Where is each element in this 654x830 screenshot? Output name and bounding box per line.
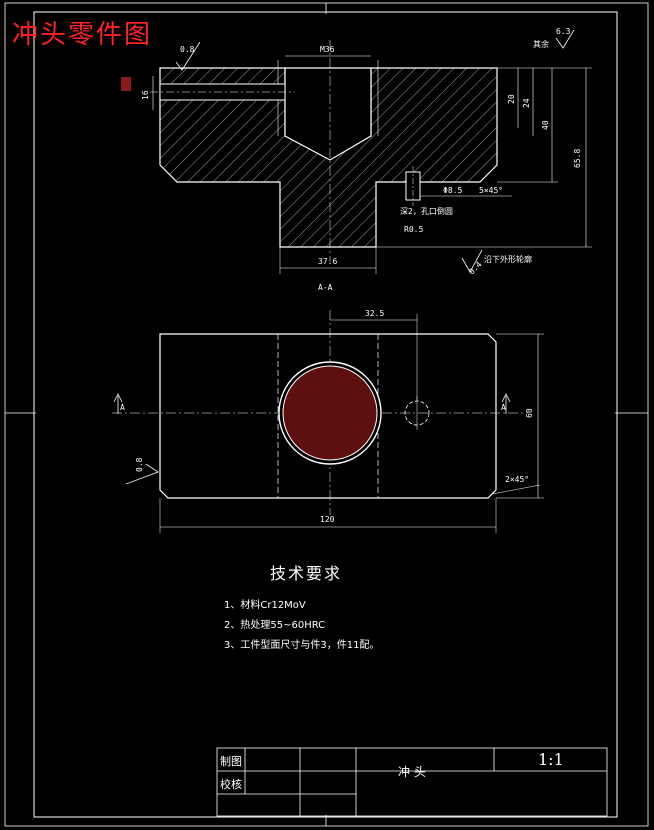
tech-item-3: 3、工件型面尺寸与件3，件11配。 bbox=[224, 640, 380, 651]
roughness-rest-symbol bbox=[555, 29, 575, 49]
dim-dia: Φ8.5 bbox=[443, 186, 462, 195]
note-depth: 深2，孔口倒圆 bbox=[400, 206, 453, 216]
dim-10-marker bbox=[121, 77, 131, 91]
roughness-rest-label: 其余 bbox=[533, 39, 549, 49]
outer-border bbox=[4, 2, 649, 827]
roughness-top-symbol bbox=[175, 41, 201, 71]
dim-20: 20 bbox=[507, 94, 516, 104]
leader-chamfer2 bbox=[491, 484, 541, 495]
section-mark-right: A bbox=[501, 403, 506, 412]
dim-m36: M36 bbox=[320, 45, 335, 54]
section-label: A-A bbox=[318, 283, 333, 292]
note-r: R0.5 bbox=[404, 225, 423, 234]
dim-60: 60 bbox=[525, 408, 534, 418]
plan-view: 32.5 60 120 2×45° 0.8 A A bbox=[112, 309, 544, 533]
note-profile: 沿下外形轮廓 bbox=[484, 254, 532, 264]
dim-65: 65.8 bbox=[573, 149, 582, 168]
dim-16: 16 bbox=[141, 90, 150, 100]
section-arrow-left bbox=[113, 393, 123, 414]
dim-40: 40 bbox=[541, 120, 550, 130]
dim-120: 120 bbox=[320, 515, 335, 524]
thread-bore bbox=[284, 67, 372, 161]
dim-376: 37.6 bbox=[318, 257, 337, 266]
dim-chamfer: 5×45° bbox=[479, 186, 503, 195]
section-view: M36 37.6 20 24 40 65.8 10 16 Φ8.5 5×45° bbox=[120, 27, 592, 292]
roughness-rest: 6.3 bbox=[556, 27, 571, 36]
tech-item-1: 1、材料Cr12MoV bbox=[224, 600, 306, 611]
title-block-scale: 1:1 bbox=[538, 750, 564, 769]
section-mark-left: A bbox=[120, 403, 125, 412]
dim-325: 32.5 bbox=[365, 309, 384, 318]
title-block bbox=[216, 747, 608, 817]
overlay-title: 冲头零件图 bbox=[12, 20, 153, 50]
roughness-left-symbol bbox=[125, 463, 159, 485]
roughness-profile-symbol bbox=[461, 249, 483, 273]
roughness-profile: 0.4 bbox=[467, 260, 484, 277]
punch-face-fill bbox=[282, 365, 378, 461]
section-arrow-right bbox=[501, 393, 511, 414]
roughness-left: 0.8 bbox=[135, 457, 144, 472]
inner-border bbox=[33, 11, 618, 818]
tech-requirements-title: 技术要求 bbox=[270, 564, 343, 583]
title-block-part-name: 冲 头 bbox=[398, 765, 426, 779]
tech-item-2: 2、热处理55~60HRC bbox=[224, 620, 326, 631]
title-block-checked-label: 校核 bbox=[220, 778, 242, 791]
dim-24: 24 bbox=[522, 98, 531, 108]
roughness-top: 0.8 bbox=[180, 45, 195, 54]
title-block-drawn-label: 制图 bbox=[220, 755, 242, 768]
dim-chamfer2: 2×45° bbox=[505, 475, 529, 484]
